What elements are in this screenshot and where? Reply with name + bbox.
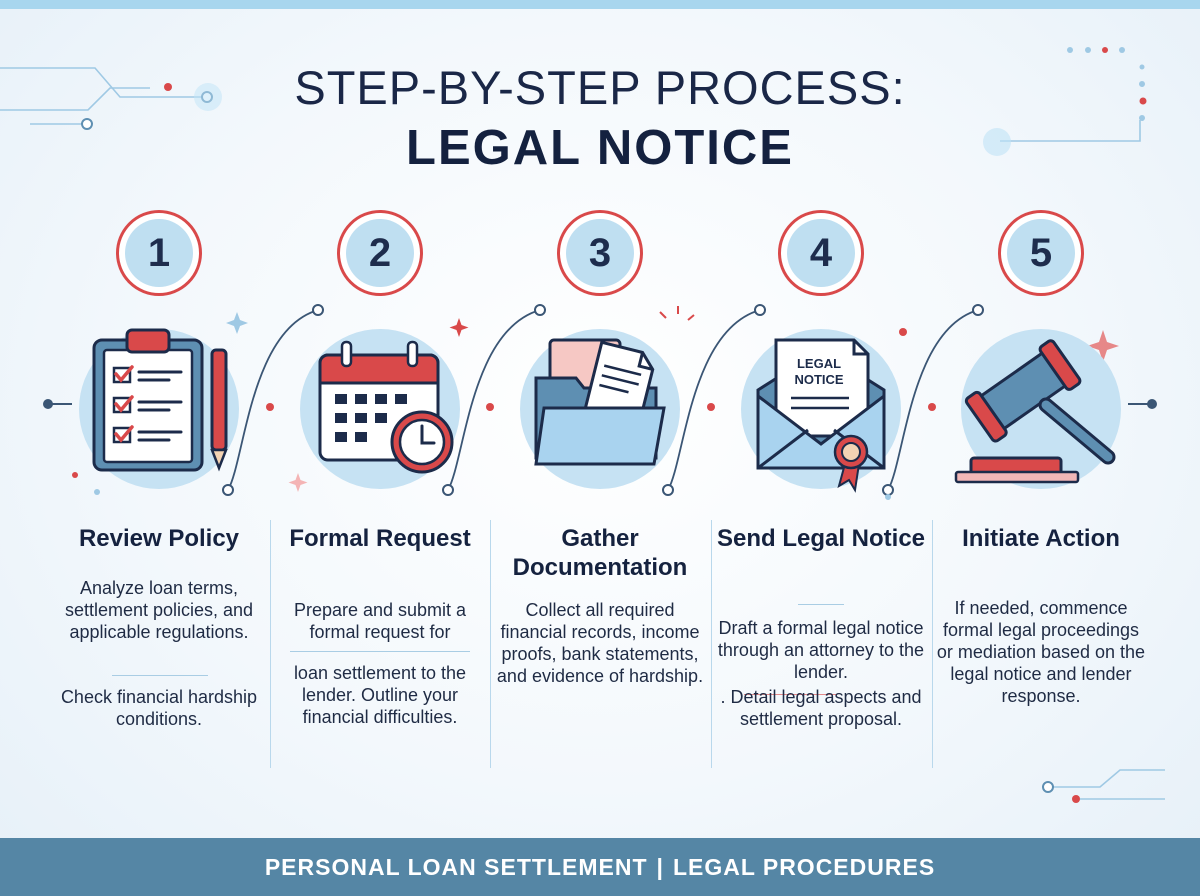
step-5-number-badge: 5	[998, 210, 1084, 296]
svg-text:LEGAL: LEGAL	[797, 356, 841, 371]
step-4-separator-top	[798, 604, 844, 605]
step-4-description-1: Draft a formal legal notice through an a…	[717, 618, 925, 682]
footer-banner: PERSONAL LOAN SETTLEMENT | LEGAL PROCEDU…	[0, 838, 1200, 896]
step-4-description-2: . Detail legal aspects and settlement pr…	[720, 687, 922, 729]
step-3-number: 3	[566, 219, 634, 287]
step-4-separator	[744, 694, 836, 695]
step-1-description-2: Check financial hardship conditions.	[60, 687, 258, 729]
calendar-clock-icon	[318, 340, 454, 474]
gavel-icon	[954, 339, 1116, 484]
step-1-separator	[112, 675, 208, 676]
envelope-legal-notice-icon: LEGAL NOTICE	[756, 338, 886, 493]
footer-separator: |	[656, 853, 664, 880]
column-divider	[270, 520, 271, 768]
step-1-description-1: Analyze loan terms, settlement policies,…	[64, 578, 254, 642]
page-title: STEP-BY-STEP PROCESS: LEGAL NOTICE	[0, 58, 1200, 178]
step-1-number-badge: 1	[116, 210, 202, 296]
step-4-number: 4	[787, 219, 855, 287]
step-5-title: Initiate Action	[962, 525, 1120, 552]
step-5-description-1: If needed, commence formal legal proceed…	[936, 598, 1146, 706]
footer-right-text: LEGAL PROCEDURES	[672, 853, 936, 880]
step-3-description-1: Collect all required financial records, …	[496, 600, 704, 686]
title-line-1: STEP-BY-STEP PROCESS:	[294, 61, 906, 114]
step-2-title: Formal Request	[289, 525, 471, 552]
folder-documents-icon	[534, 338, 666, 466]
step-2-number: 2	[346, 219, 414, 287]
step-2-description-1: Prepare and submit a formal request for	[293, 600, 467, 642]
top-accent-bar	[0, 0, 1200, 9]
clipboard-checklist-icon	[92, 328, 228, 472]
step-4-number-badge: 4	[778, 210, 864, 296]
step-2-description-2: loan settlement to the lender. Outline y…	[293, 663, 467, 727]
column-divider	[490, 520, 491, 768]
step-1-title: Review Policy	[78, 525, 240, 552]
step-2-separator	[290, 651, 470, 652]
column-divider	[932, 520, 933, 768]
svg-text:NOTICE: NOTICE	[794, 372, 843, 387]
column-divider	[711, 520, 712, 768]
step-5-number: 5	[1007, 219, 1075, 287]
step-4-title: Send Legal Notice	[716, 525, 926, 552]
title-line-2: LEGAL NOTICE	[406, 121, 794, 175]
step-1-number: 1	[125, 219, 193, 287]
step-3-number-badge: 3	[557, 210, 643, 296]
step-3-title: Gather Documentation	[512, 525, 688, 581]
step-2-number-badge: 2	[337, 210, 423, 296]
footer-left-text: PERSONAL LOAN SETTLEMENT	[264, 853, 648, 880]
